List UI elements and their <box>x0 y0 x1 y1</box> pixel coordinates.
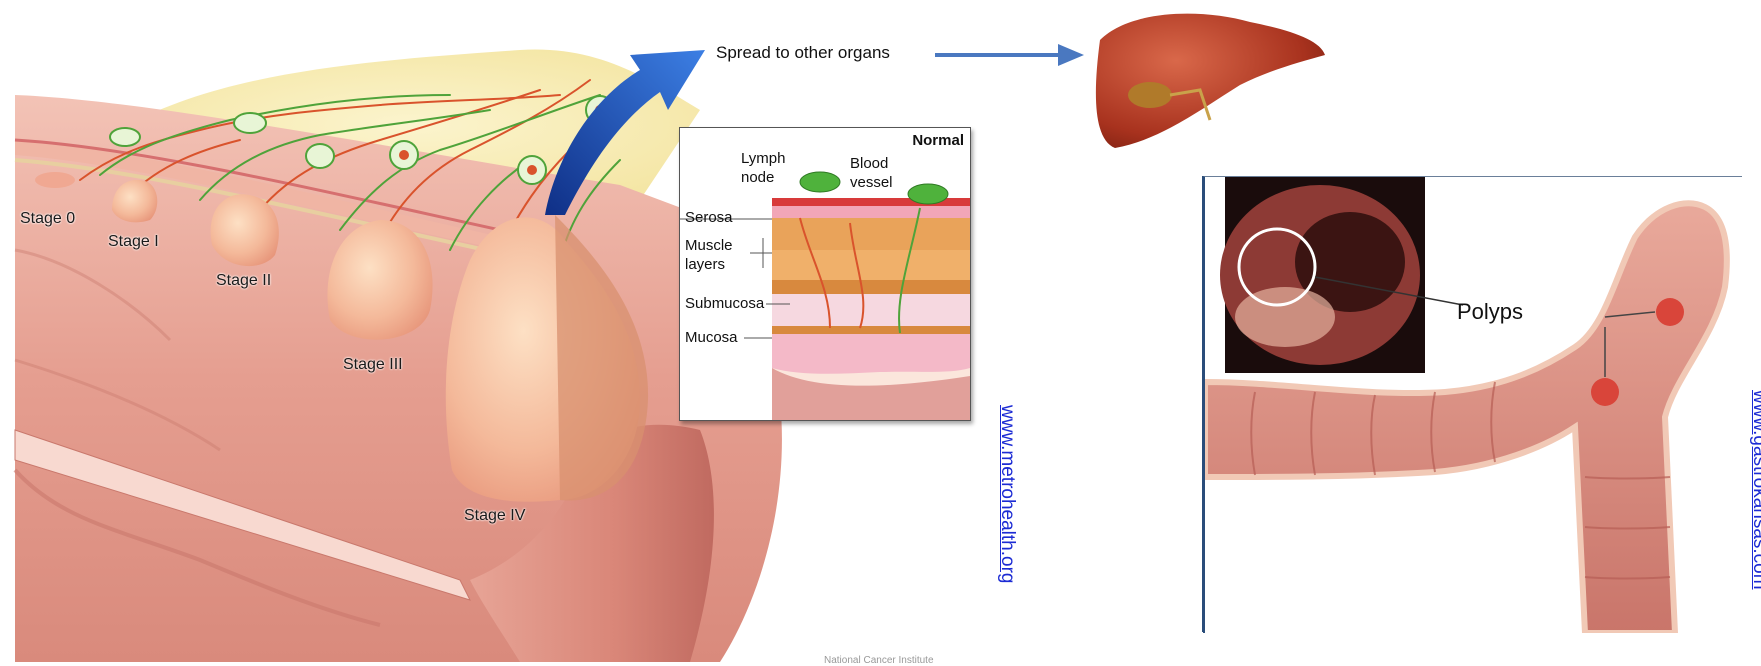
polyps-label: Polyps <box>1457 299 1523 325</box>
serosa-label: Serosa <box>685 208 733 227</box>
stage-0-label: Stage 0 <box>20 210 75 228</box>
stage-2-label: Stage II <box>216 272 271 290</box>
footer-credit: National Cancer Institute <box>824 655 934 666</box>
muscle-layers-label-line2: layers <box>685 255 725 274</box>
colon-polyps-illustration <box>1205 177 1742 633</box>
polyp-1 <box>1591 378 1619 406</box>
spread-label: Spread to other organs <box>716 43 890 63</box>
blood-vessel-label-line2: vessel <box>850 173 893 192</box>
submucosa-label: Submucosa <box>685 294 764 313</box>
lymph-node-label-line1: Lymph <box>741 149 785 168</box>
normal-tissue-inset: Normal Lymph node Blood vessel Serosa Mu… <box>679 127 971 421</box>
normal-inset-title: Normal <box>912 132 964 149</box>
tumor-stage-0 <box>35 172 75 188</box>
liver-illustration <box>1096 14 1325 148</box>
polyp-2 <box>1656 298 1684 326</box>
lymph-node-label-line2: node <box>741 168 774 187</box>
colon-tube <box>15 95 782 662</box>
arrow-to-liver <box>935 44 1084 66</box>
stage-1-label: Stage I <box>108 233 159 251</box>
stage-4-label: Stage IV <box>464 507 525 525</box>
normal-tissue-layers <box>680 128 970 420</box>
metrohealth-link[interactable]: www.metrohealth.org <box>996 405 1018 583</box>
polyps-panel <box>1203 176 1742 633</box>
tumor-stage-2 <box>211 194 279 266</box>
blood-vessel-label-line1: Blood <box>850 154 888 173</box>
gastrokansas-link[interactable]: www.gastrokansas.com <box>1748 390 1761 590</box>
mucosa-label: Mucosa <box>685 328 738 347</box>
muscle-layers-label-line1: Muscle <box>685 236 733 255</box>
stage-3-label: Stage III <box>343 356 403 374</box>
